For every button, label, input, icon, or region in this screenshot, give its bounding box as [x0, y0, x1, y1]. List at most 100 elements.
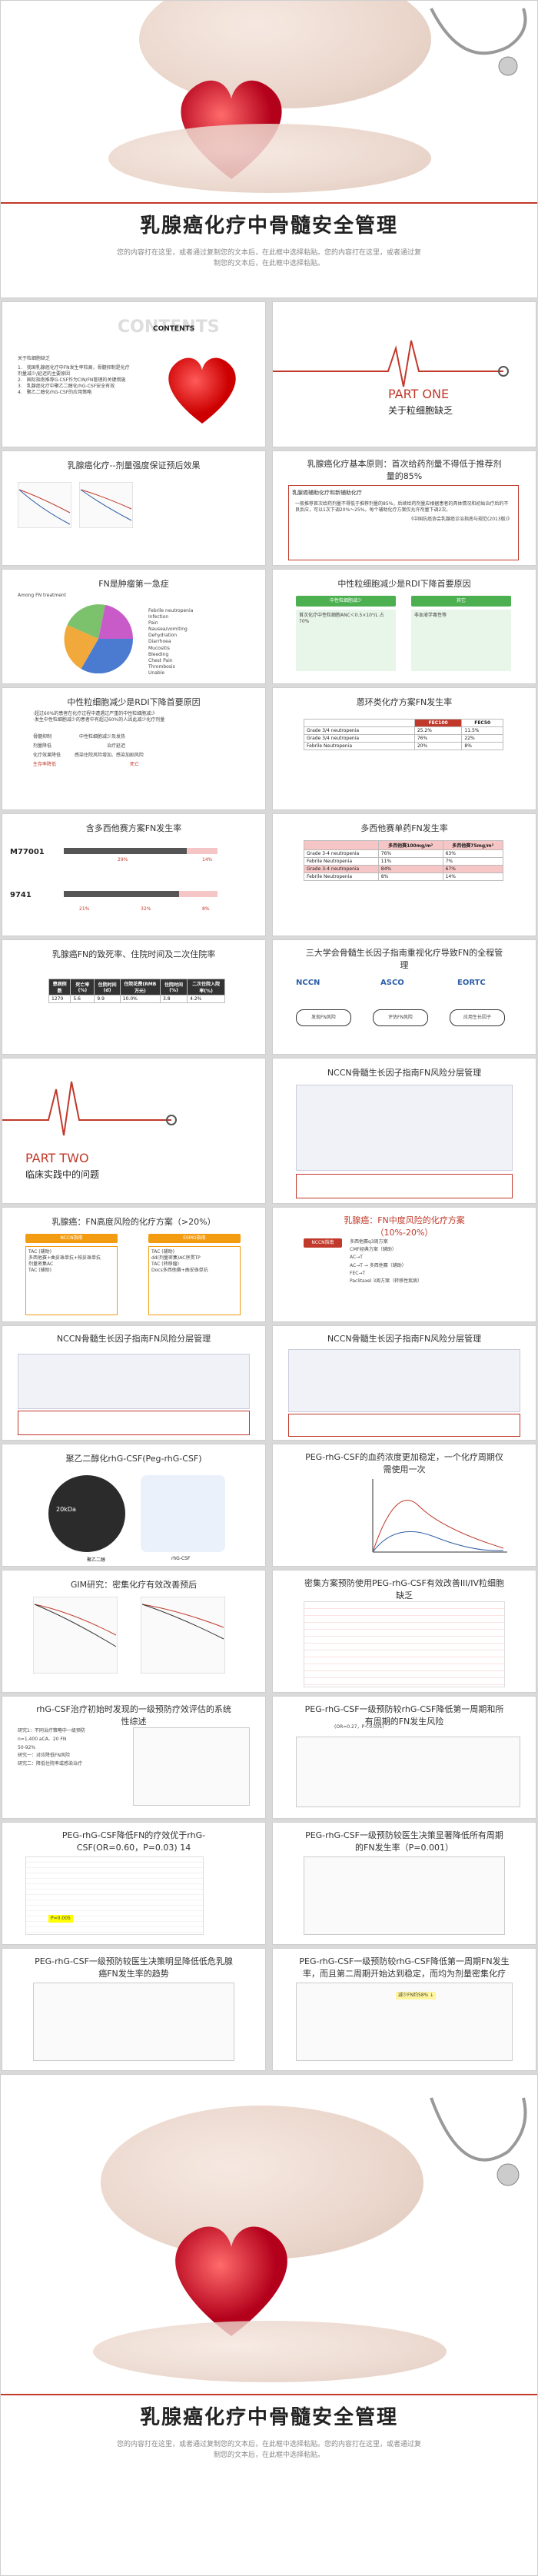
ekg-line-icon	[273, 340, 509, 387]
slide-title: 乳腺癌：FN高度风险的化疗方案（>20%）	[51, 1217, 216, 1227]
regimen-item: CMF经典方案（辅助）	[350, 1247, 397, 1253]
slide-title: NCCN骨髓生长因子指南FN风险分层管理	[327, 1334, 482, 1344]
tag-nccn: NCCN指南	[25, 1234, 118, 1243]
mid-list: 多西他赛q3周方案 CMF经典方案（辅助） AC→T AC→T → 多西他赛（辅…	[350, 1238, 503, 1285]
slide-peg-low: PEG-rhG-CSF一级预防较医生决策明显降低低危乳腺癌FN发生率的趋势	[2, 1948, 266, 2071]
contents-slide: CONTENTS CONTENTS 关于粒细胞缺乏 1. 我国乳腺癌化疗中FN发…	[2, 301, 266, 447]
legend-item: Infection	[148, 614, 169, 620]
cover-title: 乳腺癌化疗中骨髓安全管理	[139, 214, 398, 238]
hand-image	[139, 1, 431, 108]
slide-nccn-g2: NCCN骨髓生长因子指南FN风险分层管理	[272, 1325, 536, 1441]
left-box: 首次化疗中性粒细胞ANC＜0.5×10⁹/L 占 70%	[296, 610, 396, 671]
flow-step: 评估FN风险	[373, 1009, 428, 1026]
slide-multi-regimen: 含多西他赛方案FN发生率 M77001 29% 14% 9741 21% 32%…	[2, 813, 266, 936]
cover-slide: 乳腺癌化疗中骨髓安全管理 您的内容打在这里，或者通过复制您的文本后，在此框中选择…	[0, 0, 538, 298]
slide-chemo-effect: 乳腺癌化疗--剂量强度保证预后效果	[2, 450, 266, 566]
logo-nccn: NCCN	[296, 979, 320, 987]
pct-label: 29%	[118, 857, 128, 863]
p-value-note: P=0.005	[48, 1915, 73, 1923]
forest-plot	[296, 1737, 520, 1807]
slide-title: 蒽环类化疗方案FN发生率	[356, 697, 453, 707]
pie-legend: Febrile neutropenia Infection Pain Nause…	[148, 608, 193, 676]
regimen-item: 多西他赛q3周方案	[350, 1239, 388, 1245]
bar-chart-area	[33, 1983, 234, 2061]
concentration-chart	[372, 1479, 507, 1553]
peg-label: 20kDa	[56, 1506, 76, 1513]
nccn-screenshot	[18, 1354, 250, 1409]
legend-item: Dehydration	[148, 633, 178, 639]
contents-heading: CONTENTS	[153, 325, 195, 333]
nccn-list: TAC (辅助) 多西他赛+曲妥珠单抗+帕妥珠单抗 剂量密集AC TAC (辅助…	[25, 1246, 118, 1315]
slide-title: PEG-rhG-CSF一级预防较医生决策明显降低低危乳腺癌FN发生率的趋势	[35, 1956, 233, 1979]
slide-nccn-fn: NCCN骨髓生长因子指南FN风险分层管理	[272, 1058, 536, 1204]
contents-item: 4. 聚乙二醇化rhG-CSF的应用策略	[18, 390, 92, 396]
study-bar	[187, 848, 218, 854]
point-item: 研究1：不同治疗策略中一级预防	[18, 1728, 85, 1733]
regimen-item: FEC→T	[350, 1270, 366, 1276]
stethoscope-icon	[430, 2097, 527, 2186]
dose-box: 乳腺癌辅助化疗和新辅助化疗 一般推荐首次给药剂量不得低于推荐剂量的85%，后续给…	[288, 485, 519, 560]
right-box: 非血液学毒性等	[411, 610, 511, 671]
slide-title: PEG-rhG-CSF降低FN的疗效优于rhG-CSF(OR=0.60，P=0.…	[61, 1830, 206, 1853]
regimen-item: AC→T → 多西他赛（辅助）	[350, 1262, 407, 1268]
slide-title: PEG-rhG-CSF的血药浓度更加稳定，一个化疗周期仅需使用一次	[305, 1452, 503, 1474]
closing-title: 乳腺癌化疗中骨髓安全管理	[139, 2406, 398, 2429]
slide-peg-reduce: PEG-rhG-CSF降低FN的疗效优于rhG-CSF(OR=0.60，P=0.…	[2, 1822, 266, 1945]
rdi-flow: 骨髓抑制 中性粒细胞减少及发热 剂量降低 治疗延迟 化疗效果降低 感染住院风险增…	[33, 733, 233, 769]
point-item: 研究二：降低住院率或感染治疗	[18, 1761, 83, 1767]
regimen-item: 多西他赛+曲妥珠单抗+帕妥珠单抗	[28, 1255, 101, 1261]
pct-label: 21%	[79, 906, 90, 912]
point-item: 50-92%	[18, 1744, 36, 1750]
slide-breast-high: 乳腺癌：FN高度风险的化疗方案（>20%） NCCN指南 ESMO指南 TAC …	[2, 1207, 266, 1322]
closing-subtitle: 您的内容打在这里，或者通过复制您的文本后，在此框中选择粘贴。您的内容打在这里，或…	[116, 2441, 421, 2459]
dose-box-title: 乳腺癌辅助化疗和新辅助化疗	[292, 490, 362, 496]
contents-list: 1. 我国乳腺癌化疗中FN发生率较高，骨髓抑制是化疗剂量减少/延迟的主要原因 2…	[18, 365, 133, 396]
slide-title: NCCN骨髓生长因子指南FN风险分层管理	[327, 1068, 482, 1078]
slide-title: 含多西他赛方案FN发生率	[85, 823, 182, 833]
ekg-line-icon	[2, 1081, 177, 1136]
slide-title: 乳腺癌化疗--剂量强度保证预后效果	[67, 460, 201, 470]
meta-table	[25, 1856, 204, 1935]
slide-title: GIM研究：密集化疗有效改善预后	[70, 1580, 198, 1590]
nccn-screenshot	[288, 1349, 520, 1412]
point-item: 研究一：对应降低FN风险	[18, 1753, 70, 1759]
slide-guidelines: 三大学会骨髓生长因子指南重视化疗导致FN的全程管理 NCCN ASCO EORT…	[272, 939, 536, 1055]
dense-table	[304, 1601, 505, 1687]
slide-title: 多西他赛单药FN发生率	[360, 823, 448, 833]
part-two-title: 临床实践中的问题	[25, 1169, 100, 1180]
closing-slide: 乳腺癌化疗中骨髓安全管理 您的内容打在这里，或者通过复制您的文本后，在此框中选择…	[0, 2074, 538, 2576]
slide-peg-long: PEG-rhG-CSF一级预防较rhG-CSF降低第一周期FN发生率，而且第二周…	[272, 1948, 536, 2071]
legend-item: Diarrhoea	[148, 639, 171, 645]
survival-curve-chart	[79, 482, 133, 528]
slide-title: 中性粒细胞减少是RDI下降首要原因	[67, 697, 201, 707]
part-two-label: PART TWO	[25, 1151, 89, 1165]
slide-nccn-growth: NCCN骨髓生长因子指南FN风险分层管理	[2, 1325, 266, 1441]
legend-item: Chest Pain	[148, 657, 173, 663]
dose-text: 一般推荐首次给药剂量不得低于推荐剂量的85%，后续给药剂量应根据患者的具体情况和…	[295, 501, 509, 514]
legend-item: Nausea/vomiting	[148, 627, 188, 633]
slide-title: rhG-CSF治疗初始时发现的一级预防疗效评估的系统性综述	[36, 1704, 231, 1727]
slide-moderate-anc: 中性粒细胞减少是RDI下降首要原因 中性粒细胞减少 其它 首次化疗中性粒细胞AN…	[272, 569, 536, 684]
slide-title: PEG-rhG-CSF一级预防较rhG-CSF降低第一周期和所有周期的FN发生风…	[304, 1704, 504, 1727]
rdi-lines: ·超过60%的患者在化疗过程中遭遇过严重的中性粒细胞减少 ·发生中性粒细胞减少的…	[33, 711, 233, 723]
tag-other: 其它	[411, 596, 511, 607]
tag-nccn: NCCN指南	[304, 1238, 342, 1248]
regimen-item: Paclitaxel 3周方案（转移性疾病）	[350, 1278, 423, 1284]
dose-source: 《中国抗癌协会乳腺癌诊治指南与规范(2013版)》	[409, 517, 512, 523]
logo-eortc: EORTC	[457, 979, 486, 987]
fn-pie-chart	[64, 604, 133, 673]
heart-icon	[175, 2226, 287, 2336]
legend-item: Mucositis	[148, 645, 170, 651]
regimen-item: TAC (辅助)	[151, 1249, 174, 1255]
slide-gim: GIM研究：密集化疗有效改善预后	[2, 1570, 266, 1693]
slide-title: 乳腺癌化疗基本原则：首次给药剂量不得低于推荐剂量的85%	[307, 459, 502, 481]
mortality-table: 患病例数死亡率(%)住院时间(d) 住院花费(RMB万元)住院时间(%)二次住院…	[48, 979, 225, 1003]
contents-watermark: CONTENTS	[118, 317, 220, 337]
gim-curve-chart	[141, 1597, 225, 1674]
point-item: n=1,400 aCA、20 FN	[18, 1736, 67, 1742]
study-bar	[64, 891, 218, 897]
pct-label: 14%	[202, 857, 213, 863]
contents-intro: 关于粒细胞缺乏	[18, 356, 51, 361]
